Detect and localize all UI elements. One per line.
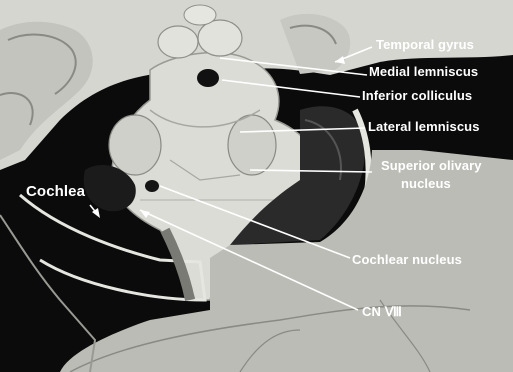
label-cochlear-nucleus: Cochlear nucleus [352,252,462,267]
label-lateral-lemniscus: Lateral lemniscus [368,119,480,134]
label-temporal-gyrus: Temporal gyrus [376,37,474,52]
label-inferior-colliculus: Inferior colliculus [362,88,472,103]
label-medial-lemniscus: Medial lemniscus [369,64,478,79]
label-cochlea: Cochlea [26,184,85,199]
label-cn-viii: CN Ⅷ [362,304,402,319]
label-superior-olivary-line2: nucleus [401,176,451,191]
label-superior-olivary-line1: Superior olivary [381,158,482,173]
